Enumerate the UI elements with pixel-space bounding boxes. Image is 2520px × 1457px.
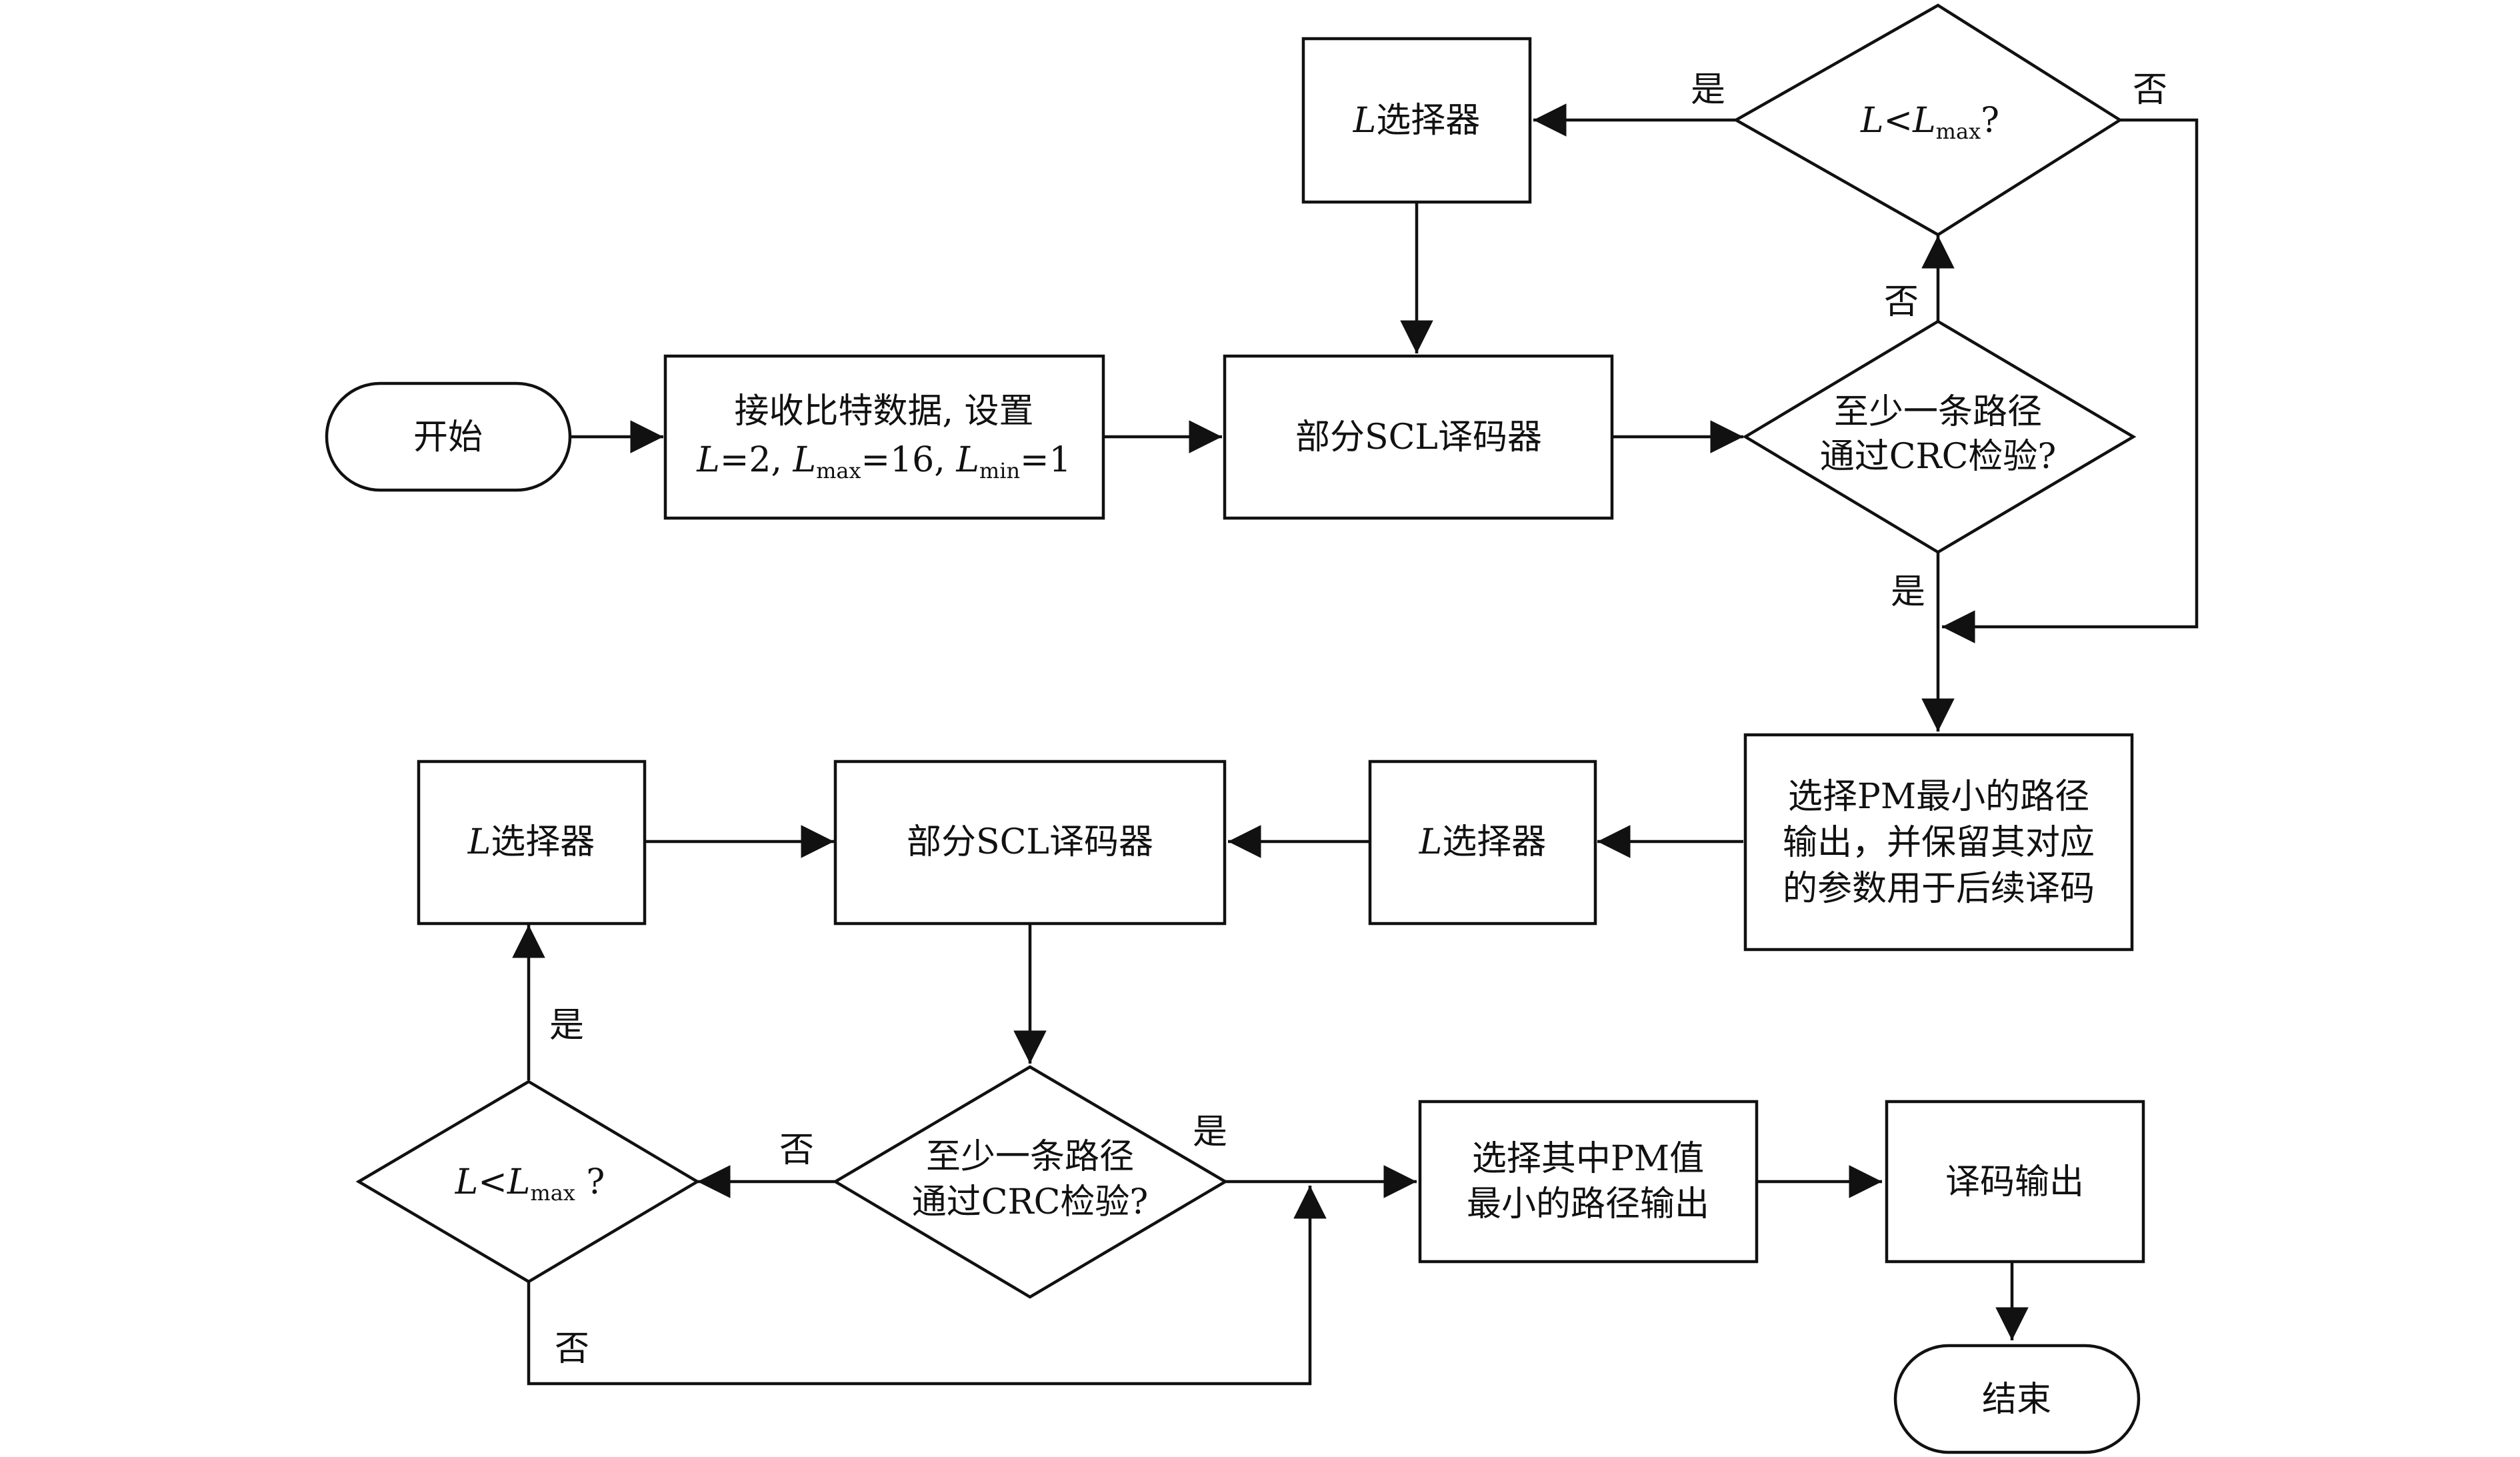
node-compare-2: L<Lmax ? <box>355 1080 701 1284</box>
crc1-line1: 至少一条路径 <box>1834 392 2042 432</box>
node-pick-min-path-2: 选择其中PM值 最小的路径输出 <box>1418 1100 1759 1264</box>
node-compare-1: L<Lmax? <box>1733 3 2123 237</box>
pick2-line2: 最小的路径输出 <box>1467 1184 1709 1224</box>
label-crc1-no: 否 <box>1884 282 1919 322</box>
pick1-line3: 的参数用于后续译码 <box>1783 869 2095 909</box>
pick2-line1: 选择其中PM值 <box>1472 1139 1704 1179</box>
crc2-line2: 通过CRC检验? <box>912 1182 1149 1222</box>
label-cmp1-yes: 是 <box>1691 70 1725 110</box>
node-end: 结束 <box>1893 1344 2141 1454</box>
node-init: 接收比特数据, 设置 L=2, Lmax=16, Lmin=1 <box>663 354 1105 520</box>
label-crc2-yes: 是 <box>1193 1112 1227 1152</box>
node-crc-check-2: 至少一条路径 通过CRC检验? <box>832 1065 1229 1299</box>
node-l-selector-2: L选择器 <box>1368 760 1597 926</box>
node-l-selector-1: L选择器 <box>1301 37 1532 204</box>
scl2-label: 部分SCL译码器 <box>907 822 1153 862</box>
cmp1-label: L<Lmax? <box>1860 101 1999 144</box>
start-label: 开始 <box>413 417 483 457</box>
connectors <box>512 103 2199 1386</box>
label-cmp1-no: 否 <box>2133 70 2167 110</box>
pick1-line2: 输出，并保留其对应 <box>1783 823 2095 863</box>
sel2-label: L选择器 <box>1419 822 1547 862</box>
init-line1: 接收比特数据, 设置 <box>734 391 1033 431</box>
cmp2-label: L<Lmax ? <box>455 1162 605 1206</box>
node-scl-decoder-2: 部分SCL译码器 <box>833 760 1227 926</box>
node-scl-decoder-1: 部分SCL译码器 <box>1223 354 1614 520</box>
sel3-label: L选择器 <box>467 822 595 862</box>
sel1-label: L选择器 <box>1353 101 1481 141</box>
node-pick-min-path-1: 选择PM最小的路径 输出，并保留其对应 的参数用于后续译码 <box>1743 733 2134 952</box>
label-cmp2-no: 否 <box>555 1329 589 1369</box>
edge-labels: 是 否 否 是 否 是 是 否 <box>549 70 2167 1369</box>
crc2-line1: 至少一条路径 <box>926 1137 1134 1177</box>
out-label: 译码输出 <box>1945 1162 2084 1202</box>
node-decode-output: 译码输出 <box>1885 1100 2145 1264</box>
node-crc-check-1: 至少一条路径 通过CRC检验? <box>1742 319 2137 554</box>
node-l-selector-3: L选择器 <box>417 760 647 926</box>
label-crc1-yes: 是 <box>1891 572 1925 612</box>
label-cmp2-yes: 是 <box>549 1006 584 1046</box>
end-label: 结束 <box>1982 1380 2051 1420</box>
pick1-line1: 选择PM最小的路径 <box>1788 777 2089 817</box>
edge-cmp2-no-loop <box>527 1186 1327 1386</box>
label-crc2-no: 否 <box>779 1130 814 1170</box>
edge-cmp1-no-loop <box>1942 118 2199 643</box>
scl1-label: 部分SCL译码器 <box>1295 417 1542 457</box>
init-line2: L=2, Lmax=16, Lmin=1 <box>696 440 1071 483</box>
node-start: 开始 <box>325 381 572 492</box>
crc1-line2: 通过CRC检验? <box>1820 437 2057 477</box>
